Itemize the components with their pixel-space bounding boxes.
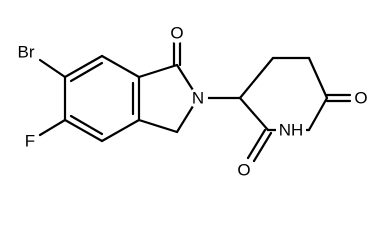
bond <box>38 58 67 79</box>
atom-label-mask <box>351 88 371 108</box>
atom-label-mask <box>167 23 187 43</box>
bond <box>100 118 141 143</box>
chemical-structure: Br F O N O NH O <box>15 23 371 180</box>
atom-label-layer: Br F O N O NH O <box>15 23 371 180</box>
bond <box>246 128 267 160</box>
bond <box>63 118 104 143</box>
atom-label-mask <box>188 88 208 108</box>
atom-label-nh: NH <box>279 121 304 140</box>
bond <box>307 56 329 100</box>
bond <box>63 54 104 79</box>
atom-label-o: O <box>354 89 367 108</box>
bond <box>238 96 270 132</box>
bond <box>137 118 179 134</box>
atom-label-mask <box>20 131 40 151</box>
atom-label-o: O <box>237 161 250 180</box>
atom-label-br: Br <box>18 43 35 62</box>
bond <box>69 61 104 83</box>
bond <box>69 114 104 136</box>
atom-label-mask <box>15 39 41 65</box>
bond <box>252 131 273 163</box>
atom-label-mask <box>276 119 306 141</box>
atom-label-f: F <box>25 132 35 151</box>
bond <box>307 96 329 132</box>
atom-label-o: O <box>170 24 183 43</box>
bond <box>137 63 179 79</box>
atom-label-n: N <box>192 89 204 108</box>
bond <box>238 56 275 100</box>
bond <box>100 54 141 79</box>
atom-label-mask <box>234 160 254 180</box>
bond <box>38 118 67 137</box>
